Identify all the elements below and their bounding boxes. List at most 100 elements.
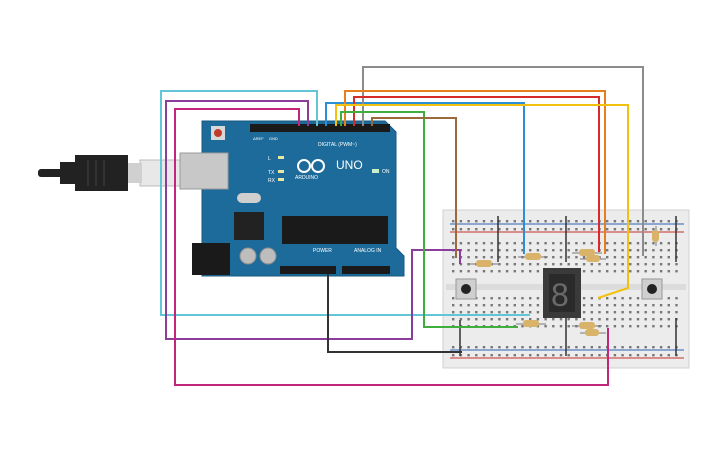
breadboard-hole — [598, 304, 601, 307]
arduino-uno-board[interactable]: DIGITAL (PWM~) AREF GND UNO ARDUINO L TX… — [179, 120, 405, 277]
breadboard-hole — [467, 263, 470, 266]
breadboard-hole — [621, 325, 624, 328]
analog-header — [342, 266, 390, 274]
breadboard-hole — [459, 318, 463, 321]
breadboard-hole — [567, 325, 570, 328]
breadboard-hole — [567, 220, 570, 223]
breadboard-hole — [675, 304, 678, 307]
breadboard-hole — [459, 311, 463, 314]
breadboard-hole — [521, 318, 524, 321]
on-label: ON — [382, 169, 390, 175]
breadboard-hole — [659, 346, 663, 349]
breadboard-hole — [652, 220, 655, 223]
wire-brown[interactable] — [371, 117, 457, 258]
breadboard-hole — [559, 249, 563, 252]
breadboard-hole — [590, 242, 593, 245]
breadboard-hole — [475, 256, 478, 259]
breadboard-hole — [482, 256, 486, 259]
breadboard-hole — [613, 220, 617, 223]
breadboard-hole — [582, 311, 586, 314]
wire-blue[interactable] — [325, 102, 525, 254]
breadboard-hole — [636, 346, 640, 349]
breadboard-hole — [582, 346, 586, 349]
aref-label: AREF — [253, 136, 264, 141]
breadboard-hole — [552, 354, 555, 357]
breadboard-hole — [529, 228, 532, 231]
breadboard-hole — [675, 263, 678, 266]
breadboard-hole — [582, 304, 586, 307]
breadboard-hole — [482, 311, 486, 314]
breadboard-hole — [590, 311, 593, 314]
breadboard-hole — [521, 354, 524, 357]
breadboard-hole — [521, 297, 524, 300]
resistor-1 — [470, 260, 498, 267]
breadboard-hole — [490, 304, 493, 307]
breadboard-hole — [606, 297, 609, 300]
breadboard-hole — [652, 242, 655, 245]
breadboard-hole — [575, 242, 578, 245]
breadboard-hole — [659, 270, 663, 273]
breadboard-hole — [636, 256, 640, 259]
breadboard-hole — [636, 242, 640, 245]
breadboard-hole — [513, 318, 516, 321]
breadboard-hole — [613, 249, 617, 252]
digital-header — [250, 124, 390, 132]
wire-purple[interactable] — [165, 100, 461, 340]
breadboard-hole — [644, 304, 647, 307]
wire-cyan[interactable] — [160, 90, 530, 316]
breadboard-hole — [667, 354, 670, 357]
breadboard-hole — [452, 256, 455, 259]
atmega-chip — [282, 216, 388, 244]
breadboard-hole — [621, 346, 624, 349]
l-led — [278, 156, 284, 159]
pushbutton-right[interactable] — [641, 278, 663, 300]
breadboard-hole — [644, 249, 647, 252]
breadboard-hole — [636, 297, 640, 300]
breadboard-hole — [667, 318, 670, 321]
wire-yellow[interactable] — [335, 104, 629, 299]
breadboard-hole — [467, 270, 470, 273]
breadboard-hole — [467, 354, 470, 357]
breadboard-hole — [552, 220, 555, 223]
breadboard-hole — [659, 318, 663, 321]
breadboard-hole — [490, 242, 493, 245]
usb-chip — [234, 212, 264, 240]
breadboard-hole — [498, 318, 501, 321]
breadboard-hole — [482, 270, 486, 273]
breadboard-hole — [467, 346, 470, 349]
resistor-7 — [580, 329, 606, 336]
breadboard-hole — [452, 263, 455, 266]
seven-segment-display[interactable]: 8 — [543, 268, 581, 318]
breadboard-hole — [636, 263, 640, 266]
breadboard-hole — [582, 256, 586, 259]
breadboard-hole — [652, 256, 655, 259]
breadboard-hole — [529, 354, 532, 357]
breadboard-hole — [621, 270, 624, 273]
usb-cable[interactable] — [38, 155, 181, 191]
breadboard-hole — [659, 263, 663, 266]
breadboard-hole — [498, 249, 501, 252]
breadboard-hole — [452, 220, 455, 223]
pushbutton-left[interactable] — [455, 278, 477, 300]
breadboard-hole — [529, 220, 532, 223]
breadboard-hole — [552, 249, 555, 252]
breadboard-hole — [513, 270, 516, 273]
breadboard-hole — [575, 228, 578, 231]
breadboard-hole — [505, 228, 509, 231]
breadboard-hole — [606, 318, 609, 321]
logo-text: ARDUINO — [295, 175, 318, 181]
breadboard-hole — [575, 256, 578, 259]
breadboard-hole — [582, 297, 586, 300]
breadboard-hole — [621, 228, 624, 231]
breadboard-hole — [467, 311, 470, 314]
wire-magenta[interactable] — [174, 108, 609, 386]
breadboard-hole — [644, 311, 647, 314]
breadboard-hole — [552, 325, 555, 328]
wire-black[interactable] — [327, 274, 462, 353]
breadboard-hole — [621, 354, 624, 357]
breadboard-hole — [559, 325, 563, 328]
wire-orange[interactable] — [344, 90, 606, 254]
wire-green[interactable] — [340, 111, 518, 328]
breadboard-hole — [459, 354, 463, 357]
